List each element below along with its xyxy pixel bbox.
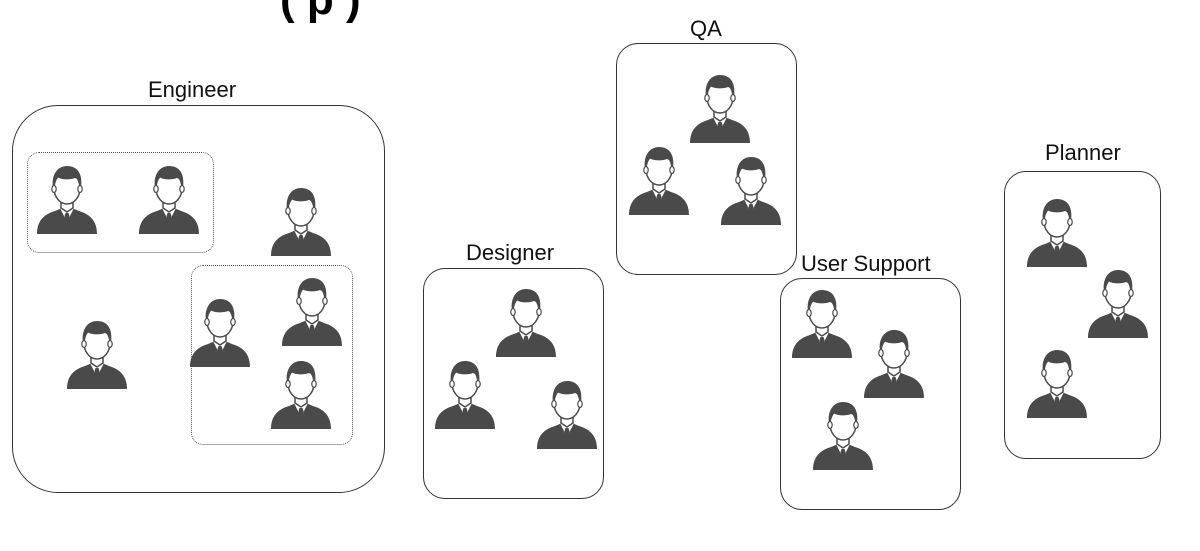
person-icon bbox=[269, 182, 333, 258]
person-icon bbox=[688, 69, 752, 145]
person-icon bbox=[535, 375, 599, 451]
person-icon bbox=[137, 160, 201, 236]
person-icon bbox=[1025, 193, 1089, 269]
person-icon bbox=[862, 324, 926, 400]
person-icon bbox=[790, 284, 854, 360]
person-icon bbox=[627, 141, 691, 217]
person-icon bbox=[1025, 344, 1089, 420]
person-icon bbox=[280, 272, 344, 348]
person-icon bbox=[188, 293, 252, 369]
group-label-designer: Designer bbox=[466, 240, 555, 265]
person-icon bbox=[719, 151, 783, 227]
person-icon bbox=[433, 355, 497, 431]
person-icon bbox=[65, 315, 129, 391]
subgroup-box-engineer-1 bbox=[27, 152, 214, 253]
group-label-user-support: User Support bbox=[801, 251, 931, 276]
person-icon bbox=[811, 396, 875, 472]
person-icon bbox=[35, 160, 99, 236]
person-icon bbox=[1086, 264, 1150, 340]
person-icon bbox=[494, 283, 558, 359]
group-label-qa: QA bbox=[690, 16, 722, 41]
subgroup-box-engineer-2 bbox=[191, 265, 353, 445]
group-label-engineer: Engineer bbox=[148, 77, 237, 102]
diagram-title-clipped: ( p ) bbox=[280, 0, 361, 22]
group-label-planner: Planner bbox=[1045, 140, 1121, 165]
person-icon bbox=[269, 355, 333, 431]
